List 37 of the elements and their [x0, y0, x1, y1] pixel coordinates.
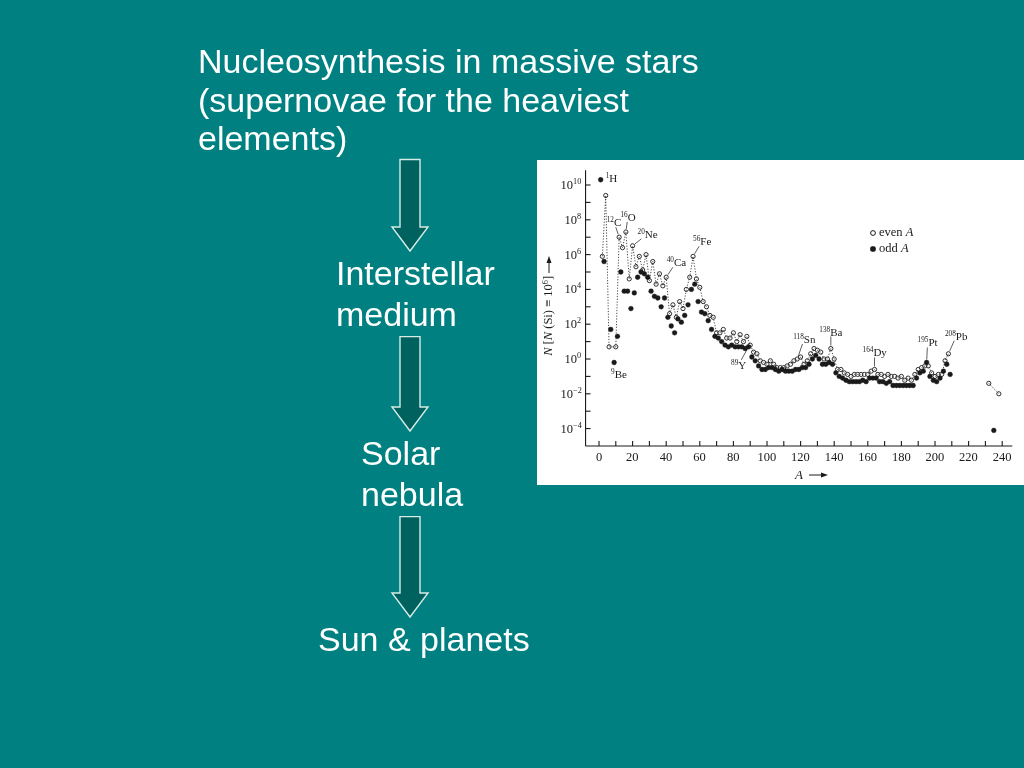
- point-label: $^{12}$C: [606, 216, 622, 229]
- tick-label: 240: [992, 451, 1012, 465]
- tick-label: 220: [959, 451, 978, 465]
- point-label: $^{20}$Ne: [637, 227, 658, 240]
- point-label: $^{164}$Dy: [862, 346, 887, 359]
- legend-label: even A: [879, 226, 914, 240]
- tick-label: 10$^{4}$: [564, 283, 582, 298]
- tick-label: 140: [824, 451, 844, 465]
- legend-label: odd A: [879, 242, 909, 256]
- point-label: $^{56}$Fe: [693, 235, 712, 248]
- point-label: $^{89}$Y: [731, 358, 747, 371]
- point-label: $^{138}$Ba: [819, 325, 843, 338]
- point-label: $^{40}$Ca: [666, 256, 687, 269]
- point-label: $^{208}$Pb: [944, 329, 968, 342]
- tick-label: 200: [925, 451, 945, 465]
- point-label: $^{1}$H: [605, 171, 618, 184]
- tick-label: 20: [626, 451, 639, 465]
- tick-label: 10$^{−4}$: [560, 422, 582, 437]
- axis-title: A: [795, 468, 803, 483]
- tick-label: 40: [659, 451, 673, 465]
- tick-label: 80: [726, 451, 740, 465]
- point-label: $^{118}$Sn: [793, 333, 816, 346]
- tick-label: 10$^{0}$: [564, 353, 582, 367]
- point-label: $^{16}$O: [620, 210, 636, 223]
- tick-label: 60: [693, 451, 706, 465]
- tick-label: 0: [596, 451, 603, 465]
- tick-label: 10$^{6}$: [564, 248, 582, 263]
- point-label: $^{195}$Pt: [917, 336, 938, 349]
- tick-label: 10$^{10}$: [560, 179, 582, 193]
- tick-label: 120: [791, 451, 810, 465]
- tick-label: 100: [757, 451, 777, 465]
- tick-label: 180: [891, 451, 911, 465]
- point-label: $^{9}$Be: [611, 368, 627, 381]
- tick-label: 10$^{8}$: [564, 213, 582, 228]
- tick-label: 10$^{2}$: [564, 318, 582, 332]
- tick-label: 160: [858, 451, 878, 465]
- tick-label: 10$^{−2}$: [560, 387, 582, 402]
